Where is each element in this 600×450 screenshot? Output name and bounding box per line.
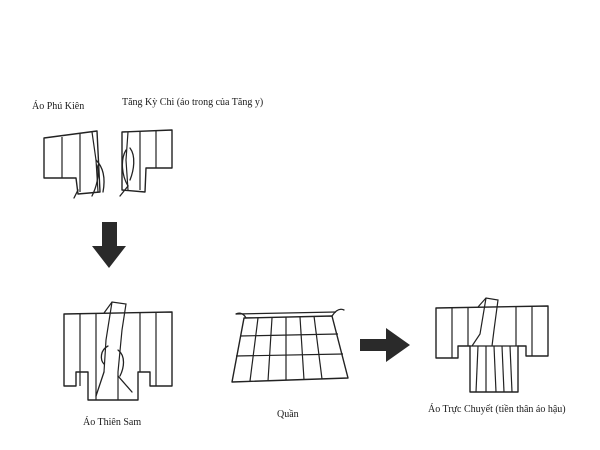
- label-ao-phu-kien: Áo Phú Kiên: [32, 101, 85, 112]
- label-ao-thien-sam: Áo Thiên Sam: [83, 417, 142, 428]
- quan-illustration: [231, 308, 349, 383]
- tang-ky-chi-illustration: [119, 129, 173, 197]
- ao-phu-kien-illustration: [43, 130, 105, 199]
- right-arrow-icon: [360, 328, 410, 362]
- label-ao-truc-chuyet: Áo Trực Chuyết (tiền thân áo hậu): [428, 404, 566, 415]
- ao-truc-chuyet-illustration: [435, 297, 549, 393]
- down-arrow-icon: [92, 222, 126, 268]
- ao-thien-sam-illustration: [63, 301, 173, 401]
- label-quan: Quần: [277, 409, 299, 420]
- label-tang-ky-chi: Tăng Kỳ Chi (áo trong của Tăng y): [122, 97, 264, 108]
